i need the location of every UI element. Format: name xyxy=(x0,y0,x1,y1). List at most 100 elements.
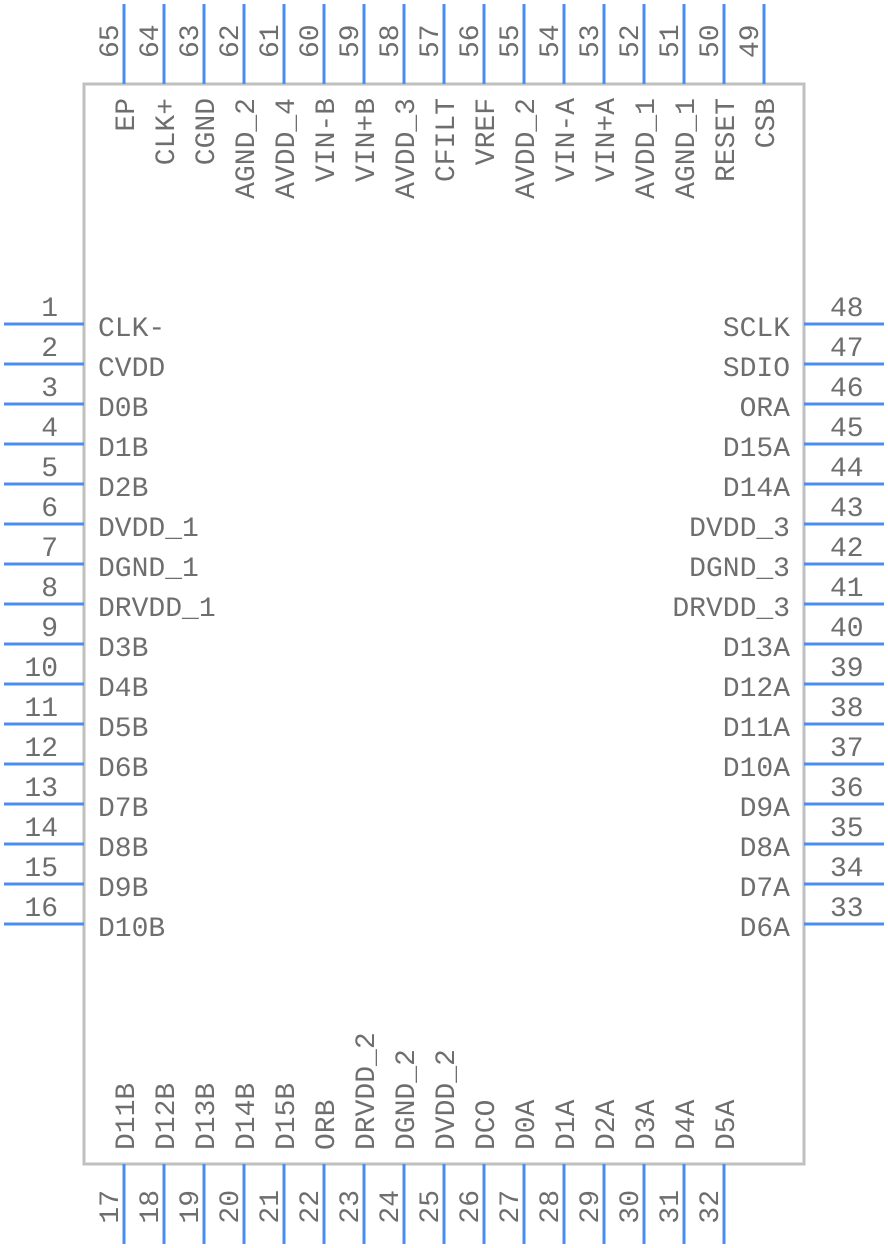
pin-2-label: CVDD xyxy=(98,354,165,385)
pin-13-label: D7B xyxy=(98,794,148,825)
pin-16-number: 16 xyxy=(24,894,58,925)
component-body xyxy=(82,82,806,1166)
pin-12-label: D6B xyxy=(98,754,148,785)
pin-28-number: 28 xyxy=(536,1190,567,1224)
pin-61-label: AVDD_4 xyxy=(272,98,303,199)
pin-44-label: D14A xyxy=(723,474,790,505)
pin-42-label: DGND_3 xyxy=(689,554,790,585)
pin-57-label: CFILT xyxy=(432,98,463,182)
pin-49-label: CSB xyxy=(752,98,783,148)
pin-36-label: D9A xyxy=(740,794,791,825)
pin-5-number: 5 xyxy=(41,454,58,485)
pin-15-number: 15 xyxy=(24,854,58,885)
pin-23-drvdd-2: 23 DRVDD_2 xyxy=(336,1032,383,1244)
pin-48-number: 48 xyxy=(830,294,864,325)
pin-38-number: 38 xyxy=(830,694,864,725)
pin-16-label: D10B xyxy=(98,914,165,945)
pin-39-label: D12A xyxy=(723,674,790,705)
pin-37-number: 37 xyxy=(830,734,864,765)
bottom-pin-group: 17D11B18D12B19D13B20D14B21D15B22ORB23DRV… xyxy=(96,1032,743,1244)
pin-21-number: 21 xyxy=(256,1190,287,1224)
pin-14-number: 14 xyxy=(24,814,58,845)
pin-5-label: D2B xyxy=(98,474,148,505)
pin-59-label: VIN+B xyxy=(352,98,383,182)
pin-56-label: VREF xyxy=(472,98,503,165)
pin-63-number: 63 xyxy=(176,24,207,58)
pin-41-label: DRVDD_3 xyxy=(672,594,790,625)
pin-6-label: DVDD_1 xyxy=(98,514,199,545)
pin-34-number: 34 xyxy=(830,854,864,885)
pin-30-label: D3A xyxy=(632,1099,663,1150)
pin-39-number: 39 xyxy=(830,654,864,685)
pin-32-number: 32 xyxy=(696,1190,727,1224)
pin-26-number: 26 xyxy=(456,1190,487,1224)
pin-45-label: D15A xyxy=(723,434,790,465)
pin-46-label: ORA xyxy=(740,394,791,425)
pin-65-number: 65 xyxy=(96,24,127,58)
pin-62-label: AGND_2 xyxy=(232,98,263,199)
pin-22-label: ORB xyxy=(312,1100,343,1150)
pin-63-label: CGND xyxy=(192,98,223,165)
pin-17-label: D11B xyxy=(112,1083,143,1150)
pin-13-number: 13 xyxy=(24,774,58,805)
pin-21-label: D15B xyxy=(272,1083,303,1150)
pin-15-label: D9B xyxy=(98,874,148,905)
pin-19-label: D13B xyxy=(192,1083,223,1150)
pin-51-label: AGND_1 xyxy=(672,98,703,199)
pin-52-label: AVDD_1 xyxy=(632,98,663,199)
pin-45-number: 45 xyxy=(830,414,864,445)
pin-27-number: 27 xyxy=(496,1190,527,1224)
pin-3-label: D0B xyxy=(98,394,148,425)
pin-23-label: DRVDD_2 xyxy=(352,1032,383,1150)
pin-43-number: 43 xyxy=(830,494,864,525)
pin-8-label: DRVDD_1 xyxy=(98,594,216,625)
pin-32-label: D5A xyxy=(712,1099,743,1150)
pin-46-number: 46 xyxy=(830,374,864,405)
pin-30-d3a: 30 D3A xyxy=(616,1099,663,1244)
pin-32-d5a: 32 D5A xyxy=(696,1099,743,1244)
pin-9-number: 9 xyxy=(41,614,58,645)
pin-64-label: CLK+ xyxy=(152,98,183,165)
pin-23-number: 23 xyxy=(336,1190,367,1224)
pin-4-number: 4 xyxy=(41,414,58,445)
pin-35-number: 35 xyxy=(830,814,864,845)
pin-33-label: D6A xyxy=(740,914,791,945)
pin-52-number: 52 xyxy=(616,24,647,58)
pin-47-label: SDIO xyxy=(723,354,790,385)
pin-50-number: 50 xyxy=(696,24,727,58)
pin-30-number: 30 xyxy=(616,1190,647,1224)
pin-9-label: D3B xyxy=(98,634,148,665)
pin-7-number: 7 xyxy=(41,534,58,565)
pin-14-label: D8B xyxy=(98,834,148,865)
